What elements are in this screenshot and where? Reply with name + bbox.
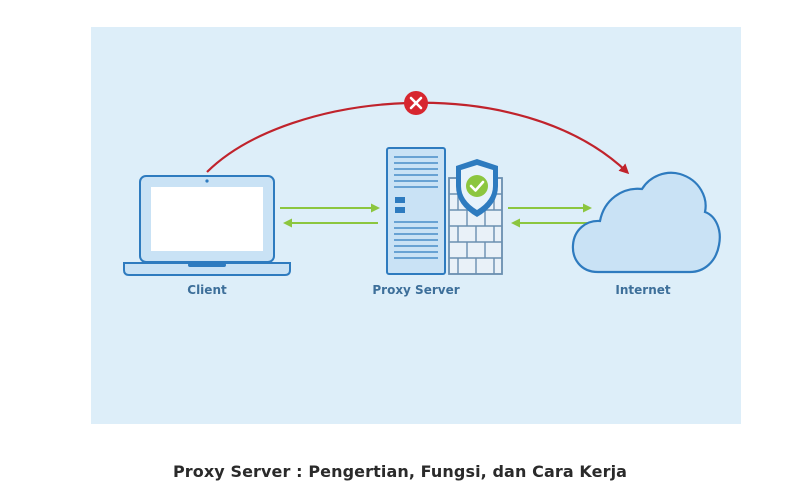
- laptop-icon: [123, 175, 291, 276]
- cloud-icon: [571, 171, 721, 274]
- blocked-x-icon: [404, 91, 428, 115]
- client-label: Client: [187, 283, 227, 297]
- server-tower-icon: [386, 147, 446, 275]
- shield-check-icon: [456, 159, 498, 217]
- client-proxy-arrows: [280, 203, 380, 228]
- proxy-server-label: Proxy Server: [372, 283, 459, 297]
- internet-label: Internet: [615, 283, 670, 297]
- caption-title: Proxy Server : Pengertian, Fungsi, dan C…: [172, 462, 628, 481]
- proxy-internet-arrows: [508, 203, 592, 228]
